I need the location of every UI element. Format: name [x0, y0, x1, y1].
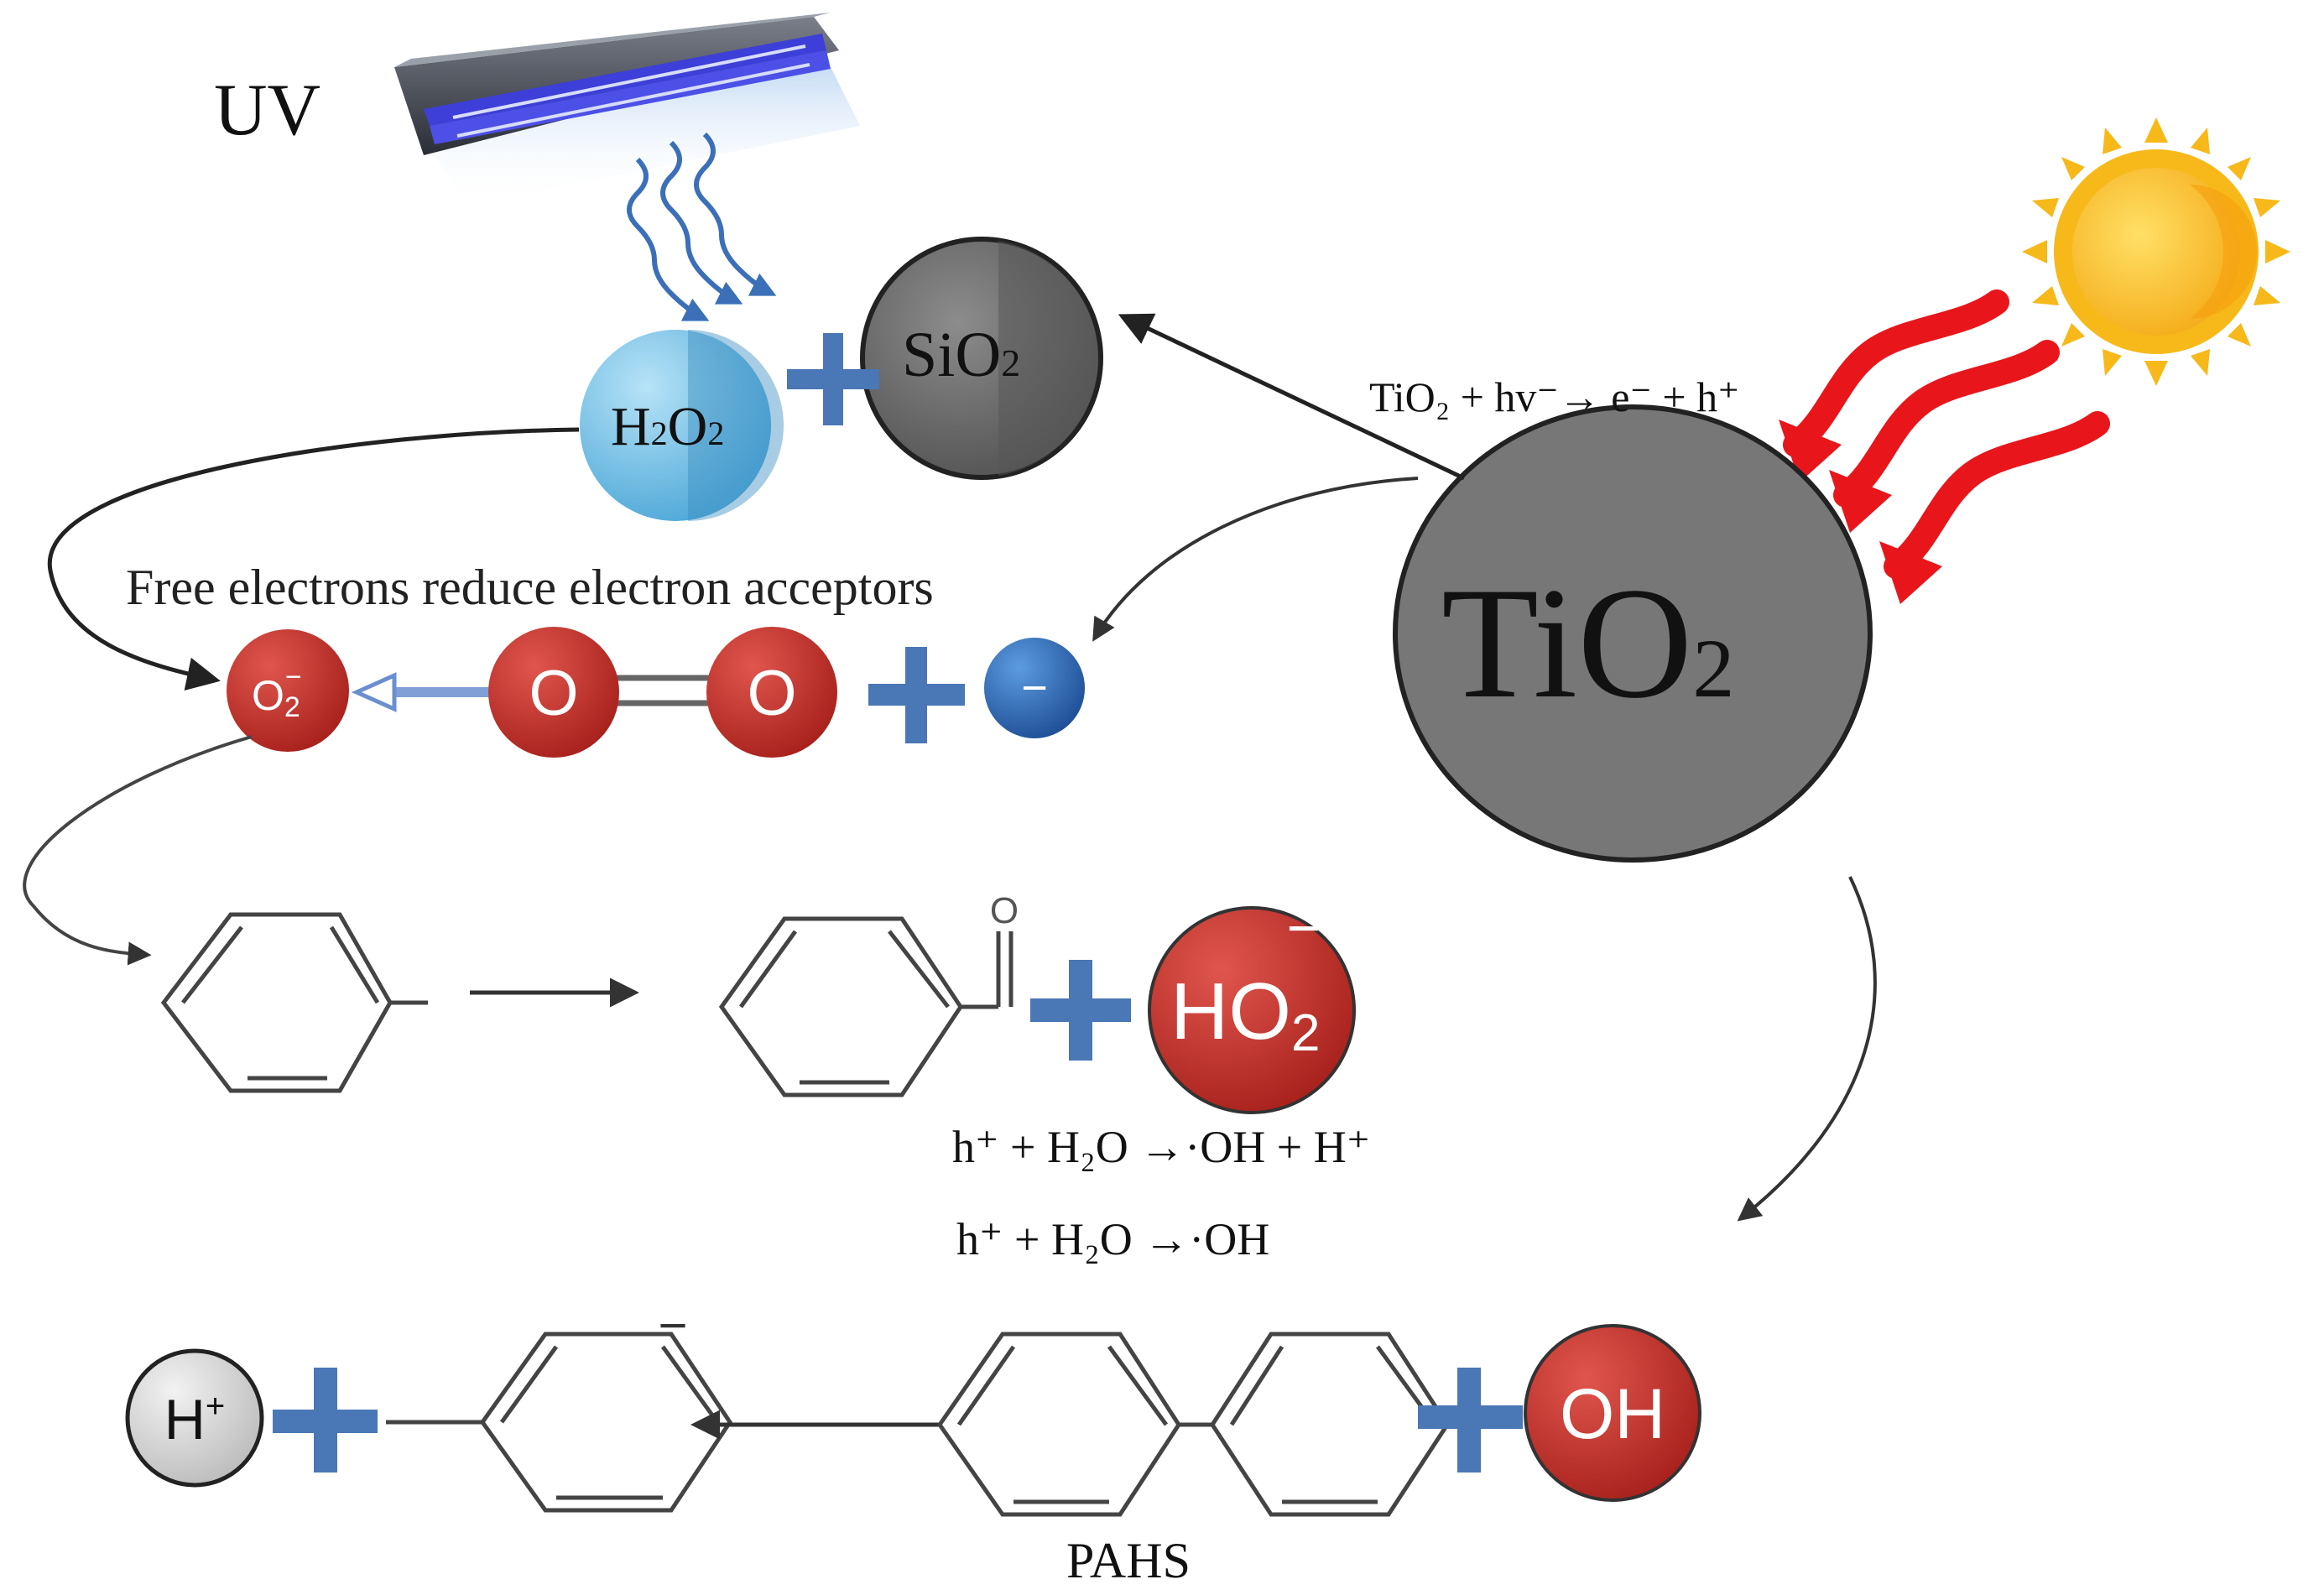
h2o2-molecule	[580, 330, 784, 521]
plus-icon	[273, 1368, 378, 1473]
o2-molecule	[488, 627, 837, 758]
tio2-label: TiO2	[1441, 555, 1734, 732]
reduction-arrow-icon	[351, 672, 495, 712]
superoxide-label: O2−	[252, 661, 302, 723]
electron-label: −	[1021, 663, 1048, 713]
tio2-to-sio2-arrow	[1118, 313, 1466, 481]
plus-icon	[1030, 960, 1131, 1061]
electron-particle	[984, 638, 1085, 738]
oxygen-atom-left-label: O	[529, 658, 578, 729]
hydroperoxide-label: HO2−	[1170, 895, 1321, 1062]
tio2-particle	[1393, 404, 1873, 863]
hydroxyl-radical	[1524, 1324, 1701, 1502]
h2o2-to-superoxide-arrow	[47, 427, 580, 691]
benzaldehyde-molecule	[718, 916, 1013, 1097]
superoxide-radical	[227, 629, 349, 752]
toluene-molecule	[160, 912, 428, 1093]
hydrogen-ion	[125, 1348, 264, 1488]
free-electrons-label: Free electrons reduce electron acceptors	[126, 560, 934, 615]
hydroxyl-label: OH	[1560, 1374, 1665, 1453]
sun-icon	[2022, 117, 2290, 386]
phenyl-anion-molecule	[386, 1332, 733, 1513]
hydrogen-ion-label: H+	[164, 1388, 225, 1452]
uv-wave-arrows-icon	[627, 132, 777, 321]
pahs-biphenyl-molecule	[936, 1332, 1450, 1517]
plus-icon	[787, 333, 879, 425]
hydroperoxide-radical	[1148, 906, 1356, 1114]
uv-lamp-icon	[394, 13, 860, 206]
sio2-particle	[860, 237, 1103, 480]
aldehyde-oxygen-label: O	[990, 890, 1019, 931]
hydroxyl-equation-2: h⁺ + H₂O →·OH	[956, 1214, 1269, 1264]
plus-icon	[1418, 1368, 1523, 1473]
plus-icon	[868, 647, 965, 743]
tio2-to-electron-arrow	[1092, 477, 1419, 642]
sunlight-arrows-icon	[1783, 289, 2110, 579]
tio2-to-hydroxyl-arrow	[1737, 876, 1877, 1222]
anion-charge-label: −	[658, 1297, 687, 1353]
pahs-label: PAHS	[1066, 1533, 1191, 1588]
sio2-label: SiO2	[902, 320, 1020, 390]
uv-label: UV	[214, 70, 320, 151]
superoxide-to-toluene-arrow	[23, 735, 253, 966]
oxygen-atom-right-label: O	[747, 658, 796, 729]
hydroxyl-equation-1: h⁺ + H₂O →·OH + H⁺	[952, 1122, 1370, 1172]
tio2-excitation-equation: TiO₂ + hv⁻→ e⁻ + h⁺	[1369, 373, 1739, 420]
h2o2-label: H2O2	[611, 396, 724, 457]
